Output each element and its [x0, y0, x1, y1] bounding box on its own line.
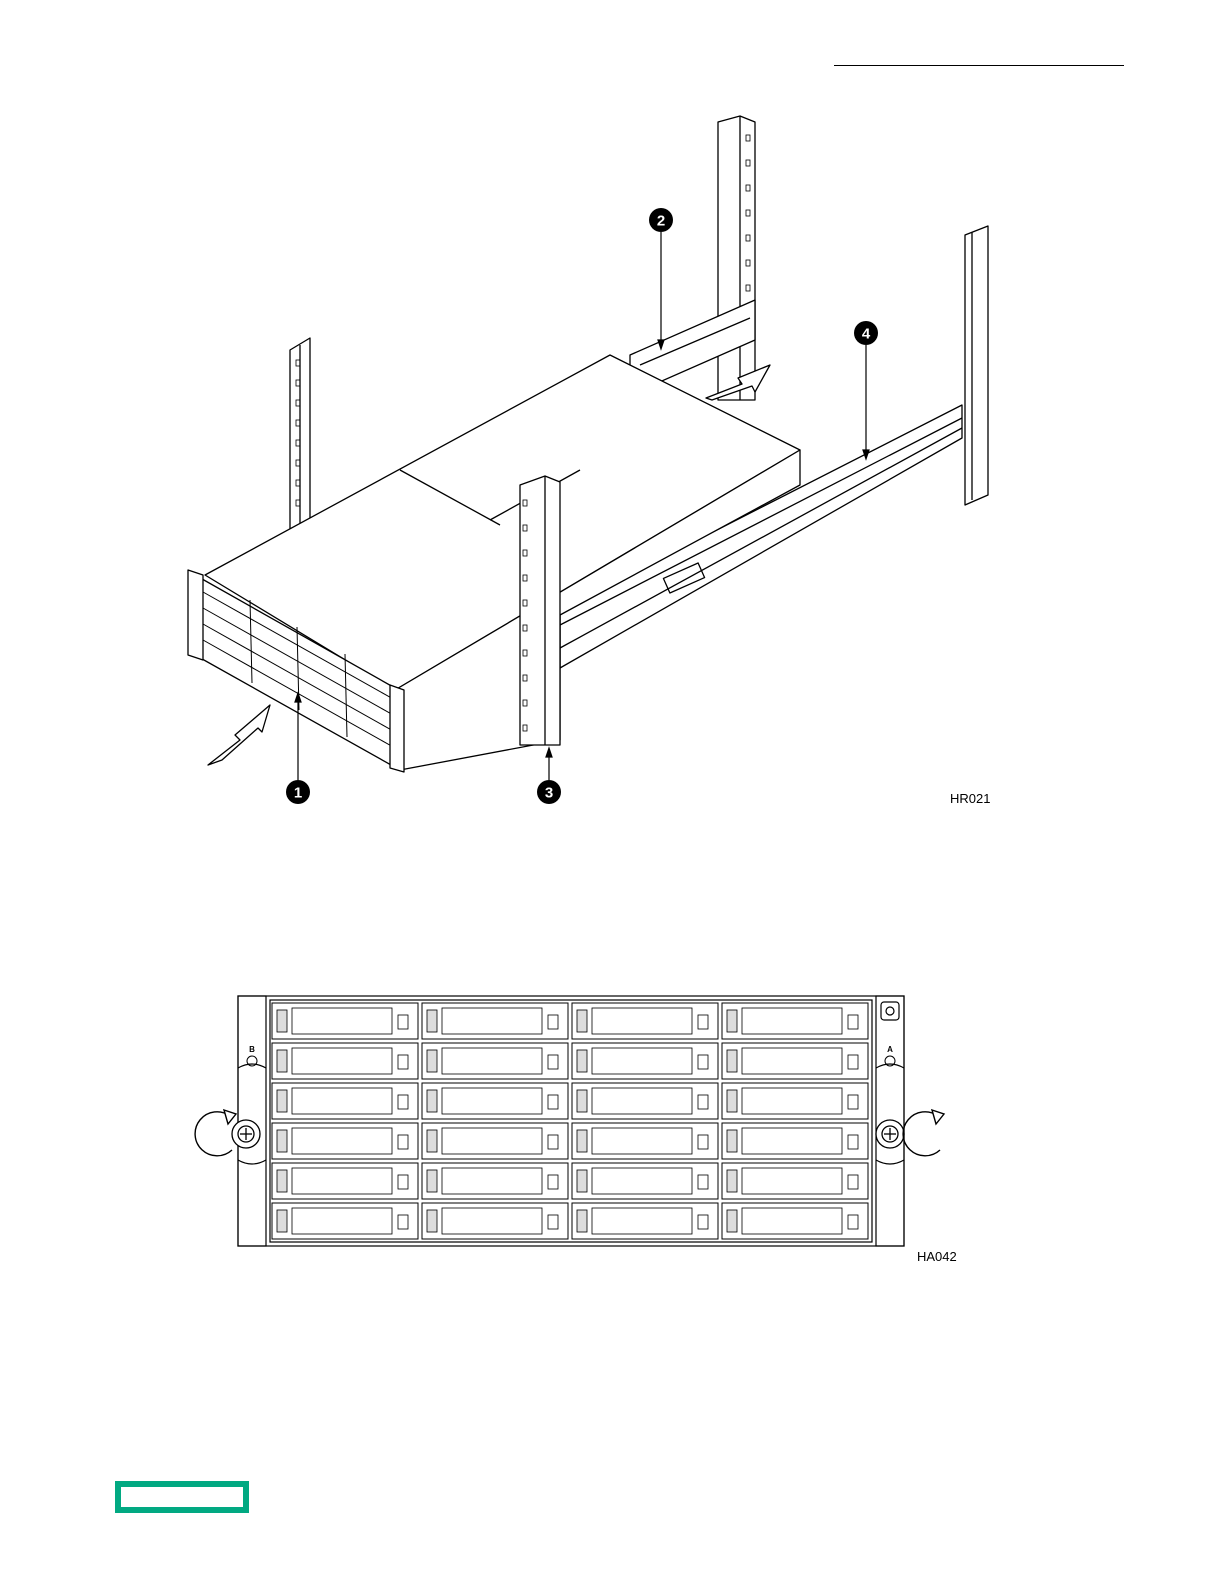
- insert-arrow-front: [208, 705, 270, 765]
- drive-bay[interactable]: [722, 1043, 868, 1079]
- drive-bay[interactable]: [422, 1163, 568, 1199]
- figure-id-label-2: HA042: [917, 1249, 957, 1264]
- rear-right-rack-post: [718, 116, 755, 400]
- drive-bay[interactable]: [722, 1163, 868, 1199]
- svg-text:3: 3: [545, 785, 553, 802]
- hpe-logo: [115, 1481, 249, 1513]
- header-rule: [834, 65, 1124, 66]
- drive-bay[interactable]: [722, 1083, 868, 1119]
- front-right-rack-post: [520, 476, 560, 745]
- callout-4: 4: [854, 321, 878, 345]
- callout-3: 3: [537, 780, 561, 804]
- left-ear: [188, 570, 203, 660]
- left-rotate-arrow-icon: [195, 1110, 236, 1156]
- drive-bay[interactable]: [572, 1003, 718, 1039]
- latch-b-label: B: [249, 1045, 255, 1054]
- drive-bay[interactable]: [722, 1203, 868, 1239]
- right-rotate-arrow-icon: [903, 1110, 944, 1156]
- drive-bay[interactable]: [572, 1203, 718, 1239]
- drive-bay[interactable]: [272, 1203, 418, 1239]
- left-latch-knob[interactable]: [232, 1120, 260, 1148]
- drive-bay[interactable]: [422, 1123, 568, 1159]
- drive-bay[interactable]: [722, 1003, 868, 1039]
- callout-2: 2: [649, 208, 673, 232]
- far-right-rack-post: [965, 226, 988, 505]
- drive-bay[interactable]: [272, 1083, 418, 1119]
- drive-bay[interactable]: [572, 1043, 718, 1079]
- drive-bay[interactable]: [272, 1163, 418, 1199]
- svg-text:4: 4: [862, 326, 871, 343]
- svg-text:2: 2: [657, 213, 665, 230]
- drive-bay[interactable]: [272, 1003, 418, 1039]
- drive-bay[interactable]: [422, 1043, 568, 1079]
- drive-bay[interactable]: [422, 1203, 568, 1239]
- figure-id-label: HR021: [950, 791, 990, 806]
- right-ear: [390, 685, 404, 772]
- svg-text:1: 1: [294, 785, 302, 802]
- drive-bay[interactable]: [272, 1043, 418, 1079]
- latch-a-label: A: [887, 1045, 893, 1054]
- drive-bay[interactable]: [572, 1083, 718, 1119]
- front-panel-figure: B A HA042: [0, 980, 1224, 1280]
- drive-bay[interactable]: [272, 1123, 418, 1159]
- right-latch-knob[interactable]: [876, 1120, 904, 1148]
- drive-bay[interactable]: [572, 1123, 718, 1159]
- rack-installation-figure: 1 2 3 4 HR021: [0, 100, 1224, 820]
- drive-bay[interactable]: [722, 1123, 868, 1159]
- callout-1: 1: [286, 780, 310, 804]
- drive-bay[interactable]: [422, 1003, 568, 1039]
- drive-bay[interactable]: [422, 1083, 568, 1119]
- drive-bay[interactable]: [572, 1163, 718, 1199]
